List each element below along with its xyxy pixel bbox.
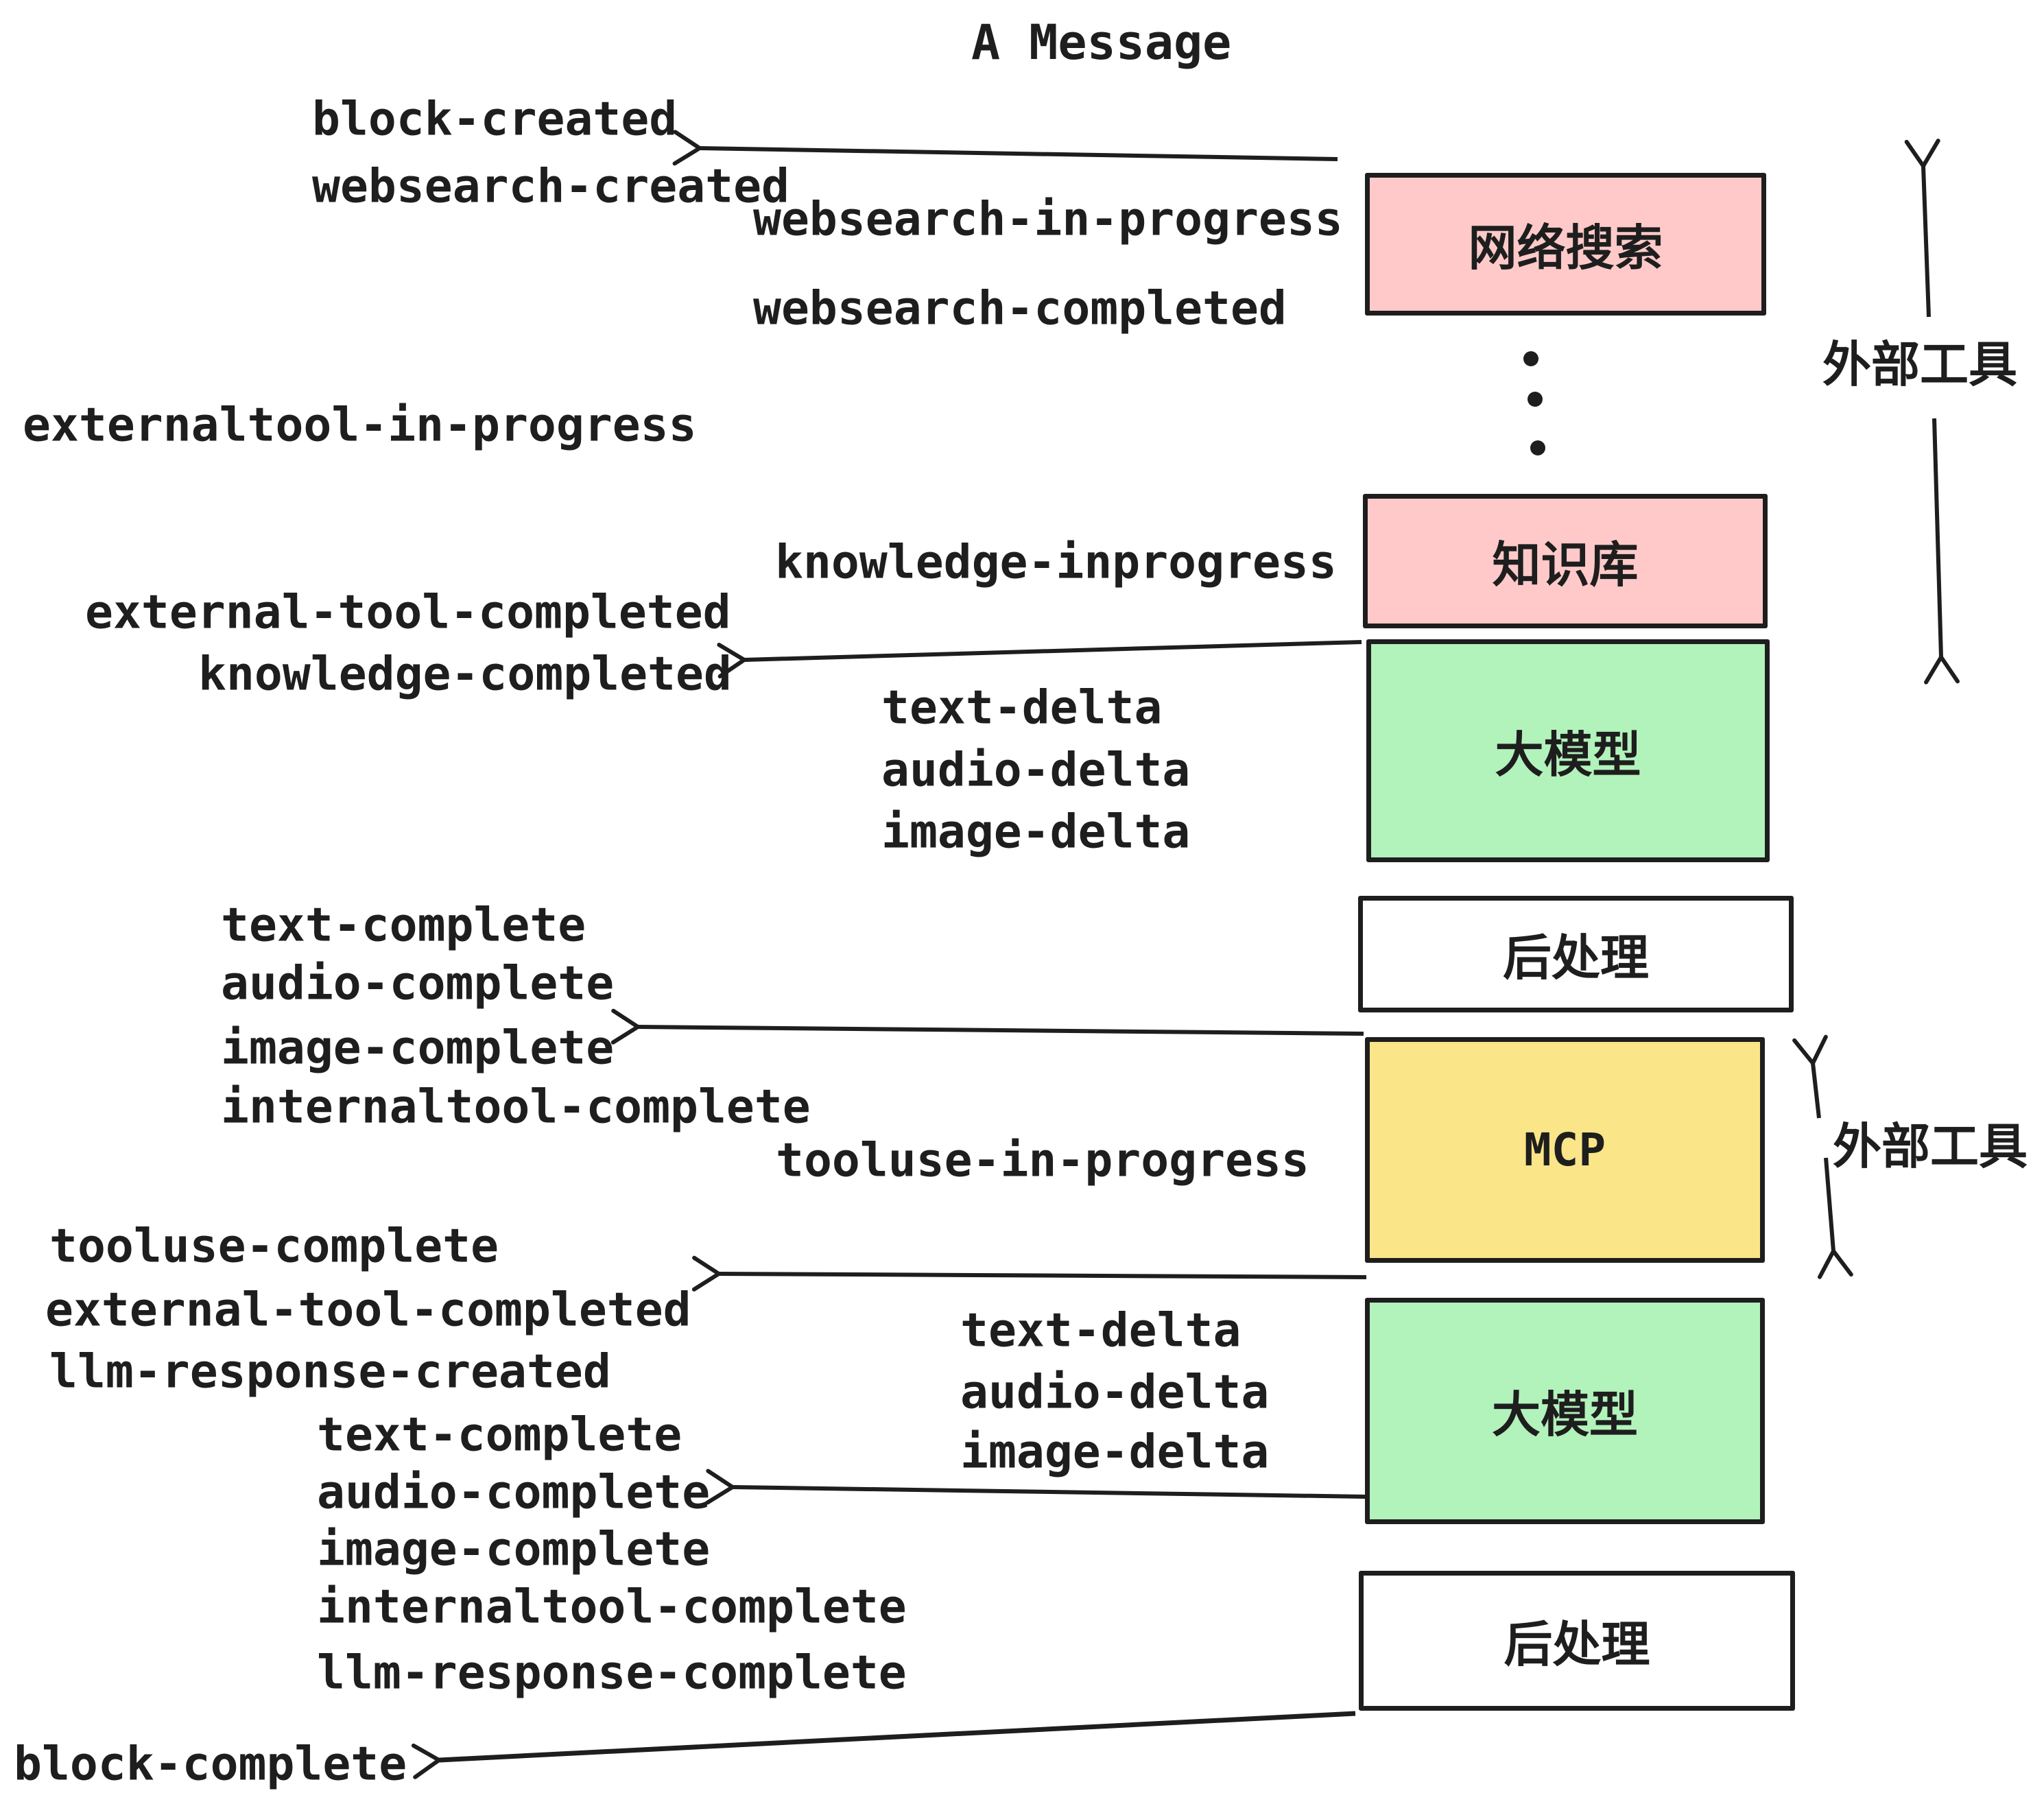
event-text-delta-2: text-delta: [960, 1303, 1241, 1358]
arrow-to-image-complete-1: [610, 1008, 1364, 1045]
node-llm-1: 大模型: [1366, 639, 1770, 862]
arrow-to-websearch-created: [672, 130, 1338, 166]
event-audio-delta-2: audio-delta: [960, 1365, 1270, 1420]
vertical-ellipsis-dot: [1523, 351, 1538, 366]
event-externaltool-in-progress: externaltool-in-progress: [23, 398, 697, 453]
event-audio-complete-1: audio-complete: [221, 956, 615, 1011]
arrow-external-tools-1-down: [1924, 418, 1960, 685]
event-internaltool-complete-1: internaltool-complete: [221, 1080, 811, 1135]
event-audio-delta-1: audio-delta: [881, 743, 1191, 798]
node-postprocess-2-label: 后处理: [1504, 1616, 1650, 1673]
event-image-delta-1: image-delta: [881, 805, 1191, 859]
event-external-tool-completed-2: external-tool-completed: [45, 1283, 691, 1338]
event-image-delta-2: image-delta: [960, 1425, 1270, 1480]
event-text-delta-1: text-delta: [881, 680, 1163, 735]
vertical-ellipsis-dot: [1530, 440, 1545, 455]
node-postprocess-2: 后处理: [1359, 1571, 1795, 1711]
event-block-complete: block-complete: [14, 1737, 407, 1792]
node-mcp-label: MCP: [1523, 1124, 1606, 1176]
node-postprocess-1-label: 后处理: [1502, 929, 1649, 986]
event-audio-complete-2: audio-complete: [317, 1465, 711, 1520]
event-tooluse-in-progress: tooluse-in-progress: [776, 1133, 1309, 1188]
event-websearch-in-progress: websearch-in-progress: [753, 192, 1343, 247]
arrow-external-tools-1-up: [1904, 139, 1940, 318]
event-external-tool-completed-1: external-tool-completed: [85, 585, 731, 640]
node-websearch-label: 网络搜索: [1468, 219, 1663, 276]
node-knowledge: 知识库: [1363, 494, 1768, 628]
event-llm-response-complete: llm-response-complete: [317, 1646, 907, 1700]
node-postprocess-1: 后处理: [1358, 896, 1794, 1012]
arrow-to-audio-complete-2: [705, 1469, 1367, 1505]
label-external-tools-2: 外部工具: [1833, 1118, 2028, 1175]
arrow-external-tools-2-up: [1792, 1034, 1828, 1119]
event-image-complete-2: image-complete: [317, 1522, 711, 1577]
node-llm-2-label: 大模型: [1491, 1386, 1638, 1443]
node-llm-1-label: 大模型: [1495, 726, 1641, 783]
event-tooluse-complete: tooluse-complete: [49, 1219, 499, 1274]
event-websearch-completed: websearch-completed: [753, 281, 1287, 336]
event-block-created: block-created: [312, 92, 678, 147]
arrow-to-knowledge-completed: [717, 640, 1362, 679]
event-llm-response-created: llm-response-created: [49, 1344, 611, 1399]
event-internaltool-complete-2: internaltool-complete: [317, 1580, 907, 1635]
node-knowledge-label: 知识库: [1492, 536, 1639, 593]
event-knowledge-inprogress: knowledge-inprogress: [775, 535, 1337, 590]
diagram-title: A Message: [971, 14, 1232, 71]
event-websearch-created: websearch-created: [312, 159, 789, 214]
event-text-complete-2: text-complete: [317, 1408, 682, 1462]
event-text-complete-1: text-complete: [221, 898, 586, 953]
node-websearch: 网络搜索: [1365, 173, 1766, 316]
arrow-to-block-complete: [411, 1711, 1356, 1779]
node-llm-2: 大模型: [1365, 1298, 1765, 1524]
node-mcp: MCP: [1365, 1037, 1765, 1263]
arrow-to-tooluse-complete: [691, 1255, 1367, 1292]
label-external-tools-1: 外部工具: [1822, 336, 2018, 393]
event-image-complete-1: image-complete: [221, 1021, 615, 1076]
event-knowledge-completed: knowledge-completed: [198, 647, 732, 702]
vertical-ellipsis-dot: [1528, 392, 1543, 407]
